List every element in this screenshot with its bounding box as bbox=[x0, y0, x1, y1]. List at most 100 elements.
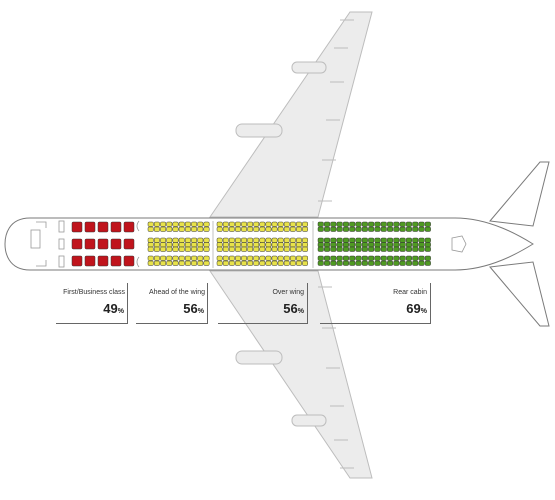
seat-rear-cabin bbox=[424, 246, 431, 252]
seat-over-wing bbox=[283, 260, 290, 266]
seat-ahead-of-wing bbox=[147, 221, 154, 227]
guide-over bbox=[307, 283, 308, 324]
seat-over-wing bbox=[283, 255, 290, 261]
seat-first-class bbox=[123, 255, 135, 267]
seat-over-wing bbox=[247, 221, 254, 227]
guide-ahead-base bbox=[136, 323, 208, 324]
seat-over-wing bbox=[302, 242, 308, 248]
seat-over-wing bbox=[235, 246, 241, 252]
seat-rear-cabin bbox=[393, 255, 400, 261]
seat-over-wing bbox=[228, 221, 235, 227]
seat-first-class bbox=[84, 221, 96, 233]
seat-rear-cabin bbox=[405, 260, 412, 266]
seat-ahead-of-wing bbox=[178, 255, 185, 261]
seat-rear-cabin bbox=[349, 221, 356, 227]
seat-rear-cabin bbox=[349, 255, 356, 261]
seat-over-wing bbox=[265, 246, 272, 252]
seat-rear-cabin bbox=[418, 246, 425, 252]
seat-ahead-of-wing bbox=[166, 255, 173, 261]
seat-rear-cabin bbox=[374, 237, 381, 243]
seat-rear-cabin bbox=[317, 242, 324, 248]
value-rear-number: 69 bbox=[406, 301, 421, 316]
seat-ahead-of-wing bbox=[153, 246, 160, 252]
seat-rear-cabin bbox=[424, 242, 431, 248]
seat-ahead-of-wing bbox=[172, 260, 179, 266]
value-first-business: 49% bbox=[103, 301, 124, 316]
seat-ahead-of-wing bbox=[184, 226, 191, 232]
seat-over-wing bbox=[283, 242, 290, 248]
seat-rear-cabin bbox=[399, 242, 406, 248]
seat-over-wing bbox=[283, 237, 290, 243]
seat-rear-cabin bbox=[349, 242, 356, 248]
seat-over-wing bbox=[265, 255, 272, 261]
label-ahead-of-wing: Ahead of the wing bbox=[148, 289, 205, 296]
seat-over-wing bbox=[235, 226, 241, 232]
engine-upper-outer bbox=[291, 61, 327, 74]
seat-ahead-of-wing bbox=[197, 255, 204, 261]
seat-over-wing bbox=[216, 221, 223, 227]
seat-rear-cabin bbox=[361, 237, 368, 243]
seat-map bbox=[71, 221, 431, 267]
seat-rear-cabin bbox=[342, 255, 349, 261]
seat-rear-cabin bbox=[330, 255, 337, 261]
seat-rear-cabin bbox=[412, 255, 419, 261]
door-front-top bbox=[36, 221, 47, 228]
seat-rear-cabin bbox=[330, 226, 337, 232]
value-ahead-of-wing: 56% bbox=[183, 301, 204, 316]
lower-wing bbox=[209, 270, 373, 479]
seat-over-wing bbox=[241, 226, 247, 232]
seat-rear-cabin bbox=[380, 221, 387, 227]
guide-first bbox=[127, 283, 128, 324]
seat-rear-cabin bbox=[324, 246, 331, 252]
seat-first-class bbox=[123, 238, 135, 250]
seat-over-wing bbox=[302, 226, 308, 232]
seat-over-wing bbox=[241, 255, 247, 261]
seat-rear-cabin bbox=[361, 255, 368, 261]
seat-first-class bbox=[71, 238, 83, 250]
value-over-number: 56 bbox=[283, 301, 298, 316]
seat-rear-cabin bbox=[393, 237, 400, 243]
seat-over-wing bbox=[247, 255, 254, 261]
seat-ahead-of-wing bbox=[191, 242, 198, 248]
seat-first-class bbox=[97, 255, 109, 267]
seat-rear-cabin bbox=[412, 242, 419, 248]
seat-ahead-of-wing bbox=[191, 255, 198, 261]
guide-over-base bbox=[218, 323, 308, 324]
seat-rear-cabin bbox=[405, 226, 412, 232]
value-rear-cabin: 69% bbox=[406, 301, 427, 316]
seat-over-wing bbox=[277, 260, 284, 266]
seat-ahead-of-wing bbox=[184, 255, 191, 261]
seat-over-wing bbox=[271, 255, 278, 261]
seat-over-wing bbox=[277, 226, 284, 232]
seat-rear-cabin bbox=[317, 260, 324, 266]
seat-rear-cabin bbox=[399, 246, 406, 252]
seat-ahead-of-wing bbox=[160, 242, 167, 248]
seat-ahead-of-wing bbox=[166, 237, 173, 243]
seat-over-wing bbox=[222, 226, 229, 232]
seat-rear-cabin bbox=[387, 237, 394, 243]
seat-over-wing bbox=[235, 255, 241, 261]
seat-first-class bbox=[84, 238, 96, 250]
seat-over-wing bbox=[253, 221, 260, 227]
seat-over-wing bbox=[241, 221, 247, 227]
seat-ahead-of-wing bbox=[166, 242, 173, 248]
seat-ahead-of-wing bbox=[166, 221, 173, 227]
seat-over-wing bbox=[296, 237, 302, 243]
seat-over-wing bbox=[283, 221, 290, 227]
seat-rear-cabin bbox=[399, 237, 406, 243]
seat-rear-cabin bbox=[317, 237, 324, 243]
seat-rear-cabin bbox=[387, 226, 394, 232]
seat-over-wing bbox=[265, 242, 272, 248]
seat-ahead-of-wing bbox=[160, 221, 167, 227]
seat-ahead-of-wing bbox=[153, 260, 160, 266]
seat-rear-cabin bbox=[342, 237, 349, 243]
seat-rear-cabin bbox=[317, 221, 324, 227]
value-over-unit: % bbox=[297, 308, 304, 315]
seat-rear-cabin bbox=[393, 221, 400, 227]
seat-ahead-of-wing bbox=[160, 260, 167, 266]
seat-over-wing bbox=[222, 237, 229, 243]
seat-over-wing bbox=[216, 255, 223, 261]
seat-ahead-of-wing bbox=[147, 260, 154, 266]
seat-over-wing bbox=[289, 242, 296, 248]
seat-over-wing bbox=[247, 246, 254, 252]
